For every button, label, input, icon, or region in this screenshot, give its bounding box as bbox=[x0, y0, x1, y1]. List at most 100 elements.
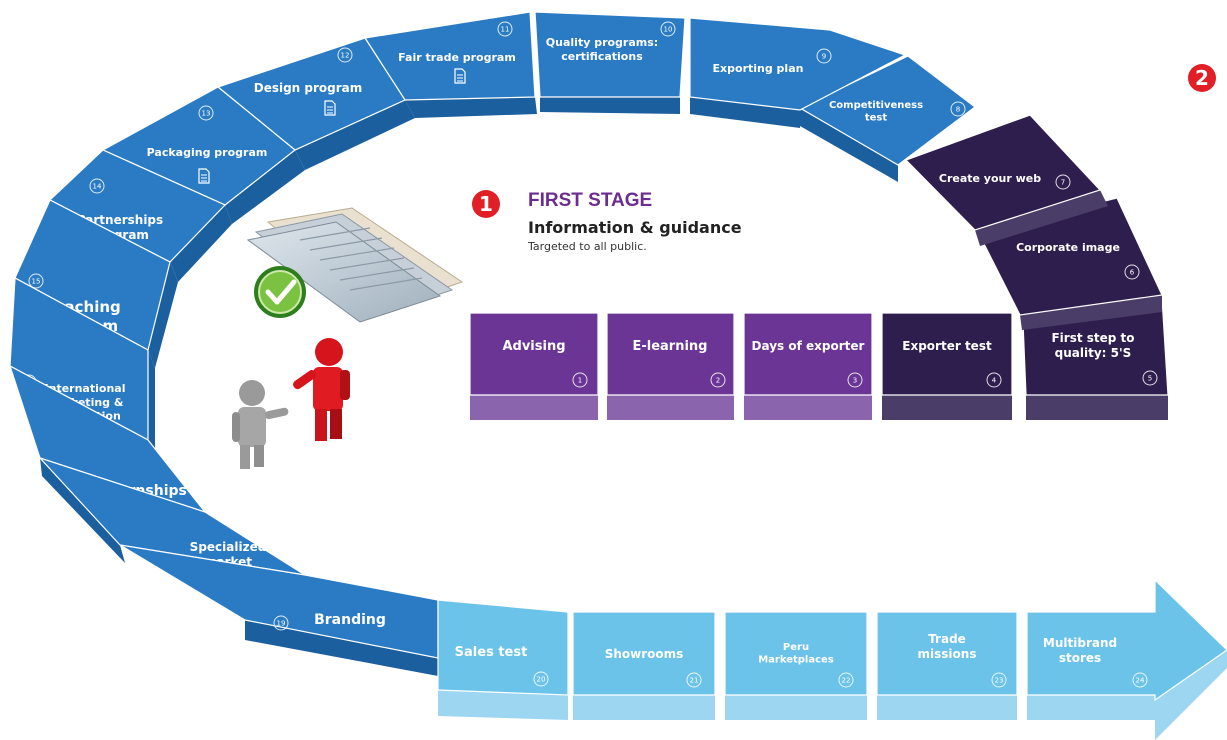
step-22-side bbox=[725, 695, 867, 720]
step-4-number-circle bbox=[986, 372, 1002, 388]
step-19-label: Branding bbox=[314, 612, 386, 628]
step-23-tile bbox=[876, 611, 1018, 696]
step-24-number-circle bbox=[1132, 672, 1148, 688]
step-11-label: Fair trade program bbox=[398, 51, 516, 64]
step-23-number: 23 bbox=[995, 677, 1004, 685]
step-23-side bbox=[877, 695, 1017, 720]
step-15-number: 15 bbox=[32, 278, 41, 286]
step-20-number-circle bbox=[533, 671, 549, 687]
step-21-segment: Showrooms 21 bbox=[572, 611, 716, 720]
step-9-tile bbox=[689, 17, 907, 111]
step-8-number: 8 bbox=[956, 106, 960, 114]
step-19-segment: Branding 19 bbox=[119, 544, 439, 676]
step-1-side bbox=[470, 395, 598, 420]
step-21-tile bbox=[572, 611, 716, 696]
step-9-side bbox=[690, 97, 800, 128]
step-4-tile bbox=[881, 312, 1013, 396]
consulting-figures-illustration bbox=[232, 338, 350, 469]
step-18-side bbox=[40, 458, 125, 563]
step-12-segment: Design program 12 bbox=[216, 37, 415, 170]
step-1-label: Advising bbox=[502, 339, 565, 354]
step-10-segment: Quality programs:certifications 10 bbox=[534, 11, 686, 114]
step-11-number: 11 bbox=[501, 26, 510, 34]
step-2-number-circle bbox=[710, 372, 726, 388]
step-21-number-circle bbox=[686, 672, 702, 688]
step-2-side bbox=[607, 395, 734, 420]
step-20-segment: Sales test 20 bbox=[437, 599, 569, 720]
step-4-label: Exporter test bbox=[902, 339, 992, 353]
step-6-segment: Corporate image 6 bbox=[977, 197, 1163, 330]
step-13-label: Packaging program bbox=[147, 146, 268, 159]
step-13-number-circle bbox=[198, 105, 214, 121]
step-22-number-circle bbox=[838, 672, 854, 688]
step-15-number-circle bbox=[28, 273, 44, 289]
document-icon bbox=[198, 168, 210, 184]
step-6-number-circle bbox=[1124, 264, 1140, 280]
step-9-number-circle bbox=[816, 48, 832, 64]
step-21-label: Showrooms bbox=[605, 647, 684, 661]
step-11-segment: Fair trade program 11 bbox=[363, 11, 537, 118]
step-12-number: 12 bbox=[341, 52, 350, 60]
document-icon bbox=[454, 68, 466, 84]
step-10-label: Quality programs:certifications bbox=[546, 36, 658, 63]
step-21-side bbox=[573, 695, 715, 720]
step-24-side bbox=[1027, 695, 1155, 720]
step-23-number-circle bbox=[991, 672, 1007, 688]
step-7-side bbox=[975, 190, 1108, 246]
step-19-number: 19 bbox=[277, 620, 286, 628]
step-21-number: 21 bbox=[690, 677, 699, 685]
step-2-tile bbox=[606, 312, 735, 396]
step-15-side bbox=[148, 262, 178, 368]
step-1-number-circle bbox=[572, 372, 588, 388]
step-10-side bbox=[540, 97, 680, 114]
step-19-number-circle bbox=[273, 615, 289, 631]
step-19-side bbox=[245, 620, 438, 676]
step-9-label: Exporting plan bbox=[713, 62, 804, 75]
step-14-number-circle bbox=[89, 178, 105, 194]
step-20-label: Sales test bbox=[455, 645, 528, 660]
step-9-number: 9 bbox=[822, 53, 826, 61]
step-16-side bbox=[148, 350, 155, 458]
step-4-side bbox=[882, 395, 1012, 420]
documents-checkmark-illustration bbox=[246, 207, 464, 323]
step-3-tile bbox=[743, 312, 873, 396]
step-3-number-circle bbox=[847, 372, 863, 388]
step-7-tile bbox=[904, 114, 1102, 231]
step-3-side bbox=[744, 395, 872, 420]
step-11-side bbox=[405, 97, 537, 118]
step-7-label: Create your web bbox=[939, 172, 1041, 185]
step-20-side bbox=[438, 690, 568, 720]
step-12-label: Design program bbox=[254, 81, 363, 95]
step-20-number: 20 bbox=[537, 676, 546, 684]
step-24-number: 24 bbox=[1136, 677, 1145, 685]
step-2-label: E-learning bbox=[632, 339, 707, 354]
step-20-tile bbox=[437, 599, 569, 696]
step-7-number-circle bbox=[1055, 174, 1071, 190]
step-5-number: 5 bbox=[1148, 375, 1152, 383]
step-6-side bbox=[1020, 295, 1162, 330]
step-22-tile bbox=[724, 611, 868, 696]
step-10-number: 10 bbox=[664, 26, 673, 34]
step-6-number: 6 bbox=[1130, 269, 1135, 277]
step-10-tile bbox=[534, 11, 686, 98]
step-8-number-circle bbox=[950, 101, 966, 117]
step-6-label: Corporate image bbox=[1016, 241, 1120, 254]
step-9-segment: Exporting plan 9 bbox=[689, 17, 907, 128]
step-24-tile bbox=[1026, 578, 1227, 702]
step-12-side bbox=[295, 100, 415, 170]
